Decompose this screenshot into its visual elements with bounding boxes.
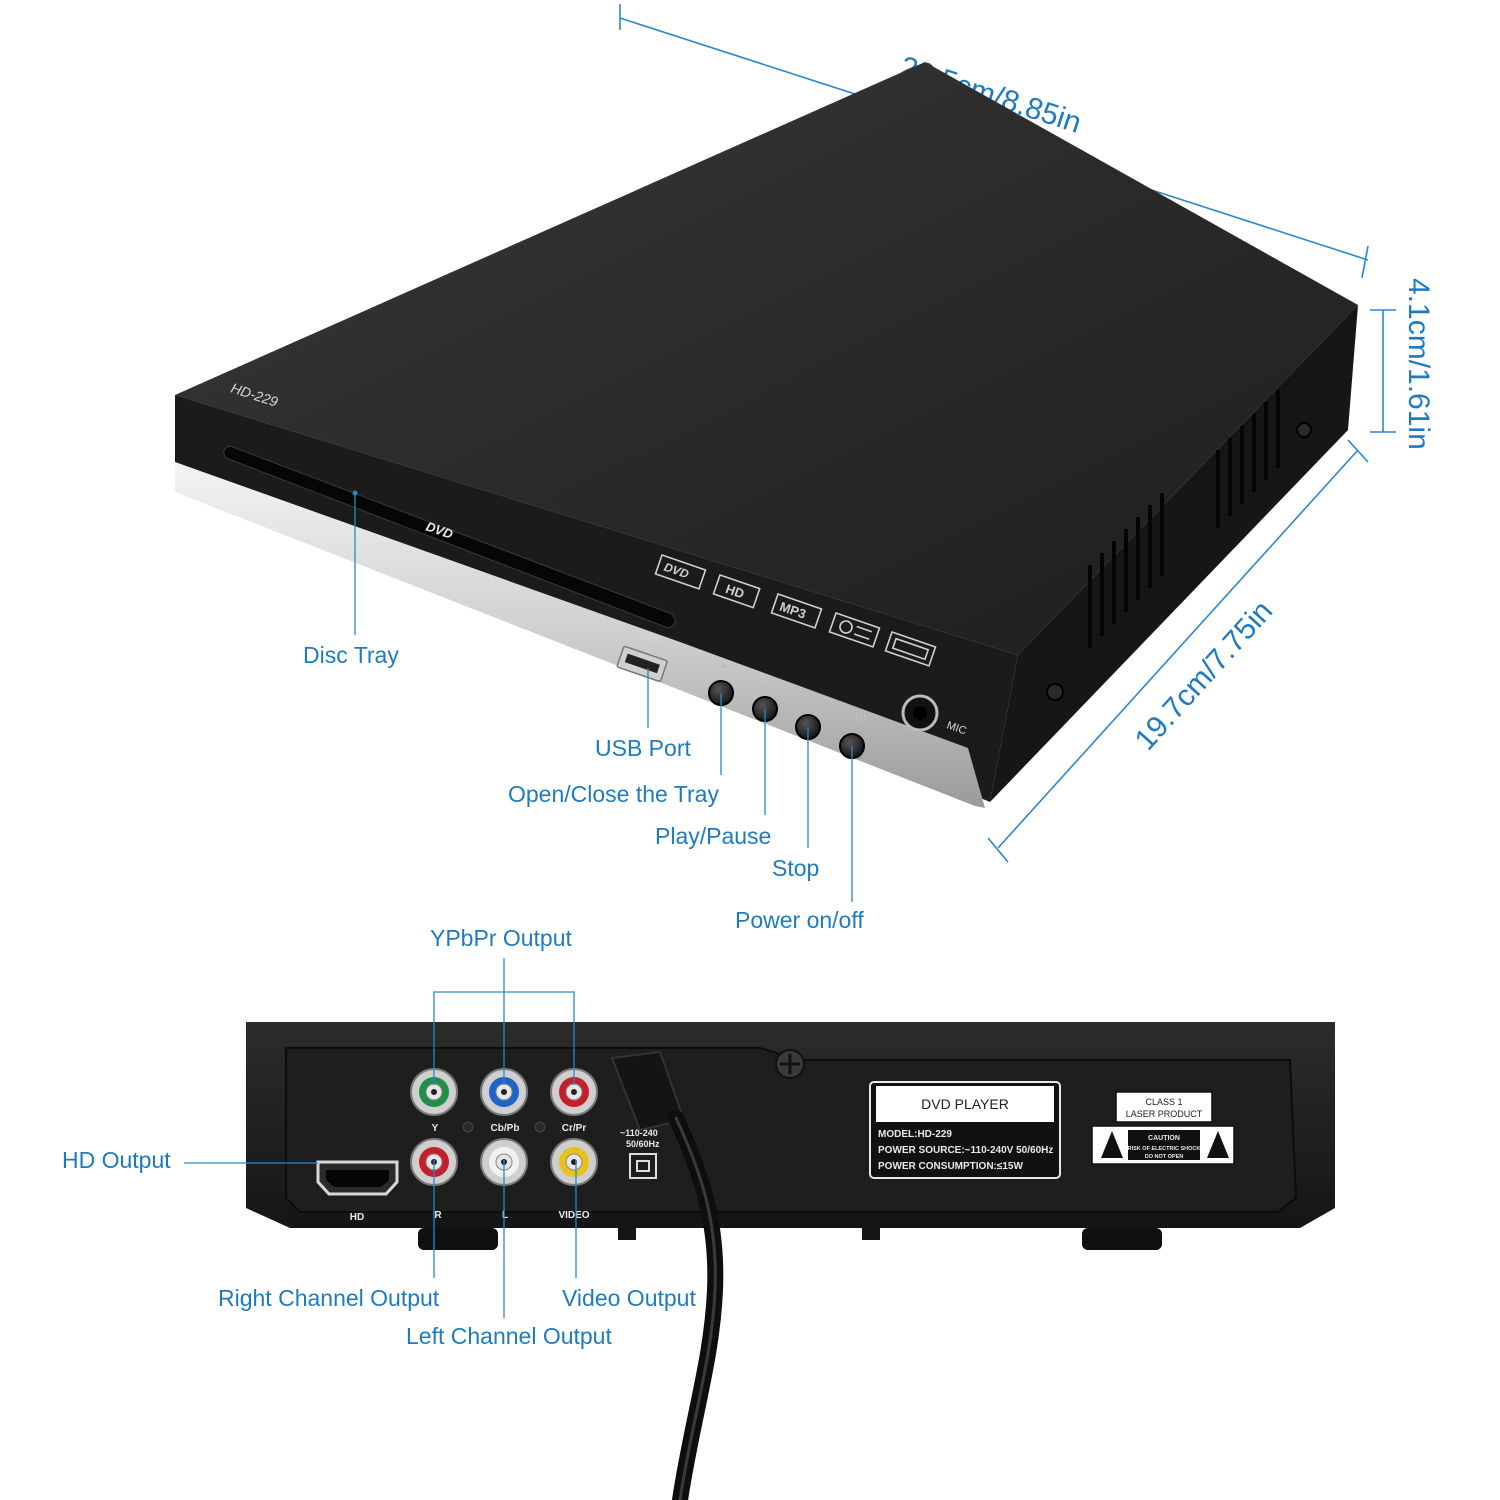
rca-jack-cr[interactable] [550, 1068, 598, 1116]
laser-sticker: CLASS 1 LASER PRODUCT CAUTION RISK OF EL… [1091, 1091, 1235, 1165]
jack-label-r: R [434, 1210, 442, 1221]
power-icon [855, 711, 867, 723]
dvd-player-back-view: Y Cb/Pb Cr/Pr R L VIDEO HD ~110-240 50/6… [246, 1022, 1335, 1500]
laser-warning-2: DO NOT OPEN [1145, 1154, 1184, 1160]
power-cable [610, 1050, 724, 1500]
rubber-foot [418, 1228, 498, 1250]
jack-label-cb: Cb/Pb [491, 1123, 520, 1134]
shock-warning-icon [1101, 1131, 1123, 1158]
mic-jack[interactable] [901, 694, 939, 732]
callout-left-channel: Left Channel Output [406, 1323, 612, 1349]
callout-disc-tray: Disc Tray [303, 642, 399, 668]
rating-sticker: DVD PLAYER MODEL:HD-229 POWER SOURCE:~11… [869, 1081, 1061, 1179]
jack-label-cr: Cr/Pr [562, 1123, 587, 1134]
power-rating-line1: ~110-240 [620, 1128, 658, 1138]
laser-product: LASER PRODUCT [1126, 1109, 1203, 1119]
disc-tray-slot[interactable] [223, 445, 676, 629]
callout-right-channel: Right Channel Output [218, 1285, 440, 1311]
usb-port[interactable] [616, 645, 668, 682]
callout-power: Power on/off [735, 907, 864, 933]
sticker-source: POWER SOURCE:~110-240V 50/60Hz [878, 1145, 1053, 1156]
jack-label-video: VIDEO [558, 1210, 589, 1221]
side-screw [1046, 683, 1064, 701]
button-icons [720, 662, 867, 723]
double-insulation-icon [629, 1153, 657, 1179]
jack-label-hd: HD [350, 1212, 364, 1223]
callout-open-close: Open/Close the Tray [508, 781, 719, 807]
callout-play-pause: Play/Pause [655, 823, 771, 849]
eject-icon [720, 662, 728, 668]
dimension-height: 4.1cm/1.61in [1370, 278, 1435, 450]
rubber-foot [1082, 1228, 1162, 1250]
rca-jack-video[interactable] [550, 1138, 598, 1186]
sticker-title: DVD PLAYER [921, 1096, 1009, 1112]
play-pause-icon [764, 682, 774, 690]
jack-label-y: Y [432, 1123, 439, 1134]
compact-disc-logo-icon [828, 611, 881, 648]
back-callout-leaders [184, 958, 577, 1318]
callout-usb-port: USB Port [595, 735, 691, 761]
jack-label-l: L [502, 1210, 508, 1221]
sticker-consumption: POWER CONSUMPTION:≤15W [878, 1161, 1023, 1172]
dimension-height-label: 4.1cm/1.61in [1402, 278, 1435, 450]
callout-video-output: Video Output [562, 1285, 696, 1311]
laser-warning-1: RISK OF ELECTRIC SHOCK [1128, 1146, 1201, 1152]
format-logos: DVD HD MP3 [654, 553, 937, 667]
player-silver-trim [175, 462, 985, 808]
mount-tab [618, 1228, 636, 1240]
stop-icon [812, 696, 819, 703]
callout-hd-output: HD Output [62, 1147, 171, 1173]
mount-tab [862, 1228, 880, 1240]
rca-jack-cb[interactable] [480, 1068, 528, 1116]
hdmi-port[interactable] [316, 1160, 399, 1196]
usb-logo-icon [884, 630, 937, 667]
front-callout-leaders [352, 490, 853, 902]
laser-caution: CAUTION [1148, 1135, 1180, 1142]
hd-logo-icon: HD [712, 573, 761, 609]
laser-class: CLASS 1 [1145, 1097, 1182, 1107]
side-vents [1088, 390, 1280, 648]
dvd-player-front-view: HD-229 DVD DVD HD MP3 [175, 62, 1358, 808]
callout-stop: Stop [772, 855, 819, 881]
side-screw [1296, 422, 1312, 438]
sticker-model: MODEL:HD-229 [878, 1129, 952, 1140]
caution-warning-icon [1207, 1131, 1229, 1158]
svg-text:HD: HD [724, 581, 747, 601]
back-screw [775, 1049, 805, 1079]
player-top-surface [175, 62, 1358, 655]
power-rating-line2: 50/60Hz [626, 1139, 660, 1149]
callout-ypbpr: YPbPr Output [430, 925, 573, 951]
